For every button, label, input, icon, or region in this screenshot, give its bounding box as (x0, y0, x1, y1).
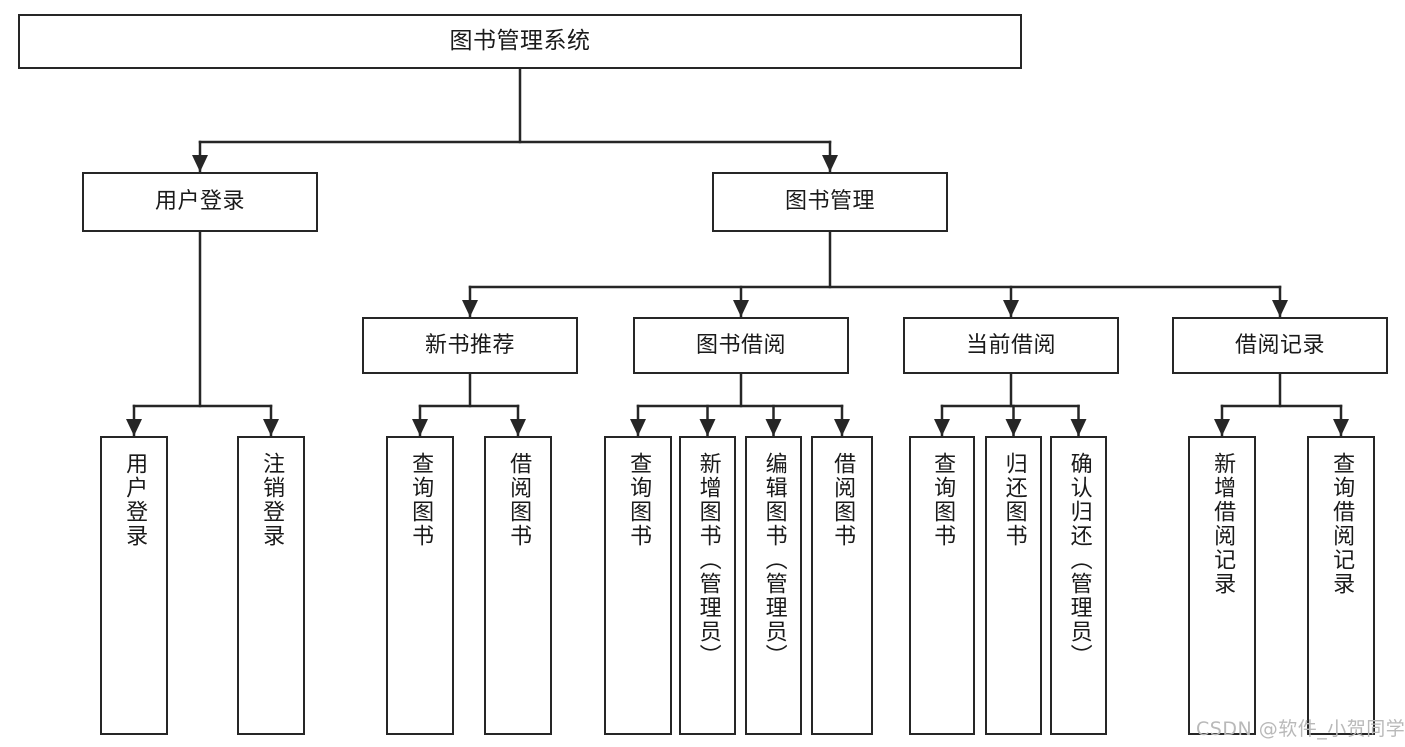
node-leaf-1[interactable]: 注销登录 (237, 436, 305, 735)
node-level2-1[interactable]: 图书借阅 (633, 317, 849, 374)
node-level2-3-label: 借阅记录 (1234, 332, 1325, 358)
node-leaf-11-label: 新增借阅记录 (1210, 452, 1236, 596)
node-level2-0[interactable]: 新书推荐 (362, 317, 578, 374)
node-root[interactable]: 图书管理系统 (18, 14, 1022, 69)
node-level1-0[interactable]: 用户登录 (82, 172, 318, 232)
node-leaf-3-label: 借阅图书 (506, 452, 532, 548)
node-leaf-10[interactable]: 确认归还（管理员） (1050, 436, 1107, 735)
node-leaf-7-label: 借阅图书 (830, 452, 856, 548)
node-leaf-2-label: 查询图书 (408, 452, 434, 548)
node-leaf-0[interactable]: 用户登录 (100, 436, 168, 735)
node-level2-2-label: 当前借阅 (965, 332, 1056, 358)
node-leaf-5[interactable]: 新增图书（管理员） (679, 436, 736, 735)
node-leaf-7[interactable]: 借阅图书 (811, 436, 873, 735)
node-leaf-9-label: 归还图书 (1001, 452, 1027, 548)
node-leaf-6[interactable]: 编辑图书（管理员） (745, 436, 802, 735)
node-level2-0-label: 新书推荐 (424, 332, 515, 358)
node-leaf-10-label: 确认归还（管理员） (1066, 452, 1092, 668)
node-level1-0-label: 用户登录 (154, 189, 245, 215)
node-leaf-12[interactable]: 查询借阅记录 (1307, 436, 1375, 735)
node-leaf-8[interactable]: 查询图书 (909, 436, 975, 735)
node-leaf-2[interactable]: 查询图书 (386, 436, 454, 735)
node-root-label: 图书管理系统 (449, 28, 591, 55)
node-leaf-6-label: 编辑图书（管理员） (761, 452, 787, 668)
node-leaf-11[interactable]: 新增借阅记录 (1188, 436, 1256, 735)
node-level1-1-label: 图书管理 (784, 189, 875, 215)
node-level2-2[interactable]: 当前借阅 (903, 317, 1119, 374)
watermark: CSDN @软件_小贺同学 (1196, 718, 1405, 740)
node-level2-3[interactable]: 借阅记录 (1172, 317, 1388, 374)
node-leaf-4-label: 查询图书 (626, 452, 652, 548)
node-leaf-3[interactable]: 借阅图书 (484, 436, 552, 735)
node-leaf-1-label: 注销登录 (259, 452, 285, 548)
node-leaf-12-label: 查询借阅记录 (1329, 452, 1355, 596)
node-leaf-5-label: 新增图书（管理员） (695, 452, 721, 668)
node-leaf-9[interactable]: 归还图书 (985, 436, 1042, 735)
node-leaf-0-label: 用户登录 (122, 452, 148, 548)
node-leaf-4[interactable]: 查询图书 (604, 436, 672, 735)
node-leaf-8-label: 查询图书 (930, 452, 956, 548)
node-level1-1[interactable]: 图书管理 (712, 172, 948, 232)
node-level2-1-label: 图书借阅 (695, 332, 786, 358)
